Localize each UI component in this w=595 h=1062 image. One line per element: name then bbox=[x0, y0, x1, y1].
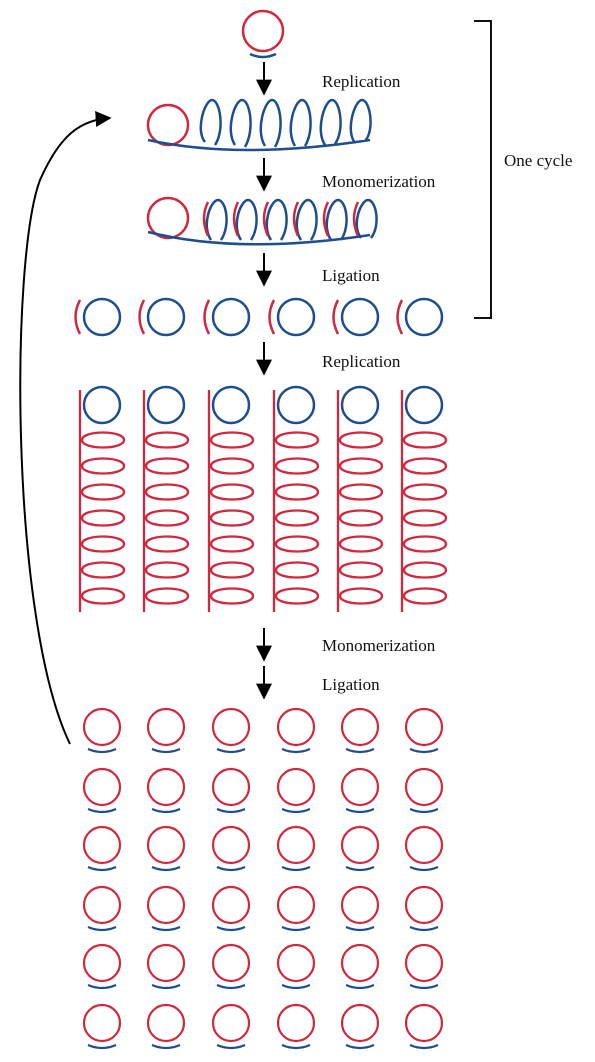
final-circle bbox=[276, 767, 316, 814]
final-circle bbox=[404, 707, 444, 754]
final-circle bbox=[211, 707, 251, 754]
label-monomerization-1: Monomerization bbox=[322, 172, 436, 191]
final-circle bbox=[146, 1003, 186, 1050]
label-ligation-2: Ligation bbox=[322, 675, 380, 694]
final-circle bbox=[276, 825, 316, 872]
final-circle bbox=[211, 767, 251, 814]
ligated-circle bbox=[332, 297, 380, 337]
final-circle bbox=[82, 885, 122, 932]
stage-ligation-circles bbox=[74, 297, 444, 337]
final-circle bbox=[276, 943, 316, 990]
final-circle bbox=[211, 885, 251, 932]
label-ligation-1: Ligation bbox=[322, 266, 380, 285]
final-circle bbox=[404, 767, 444, 814]
label-replication-1: Replication bbox=[322, 72, 401, 91]
ligated-circle bbox=[74, 297, 122, 337]
final-circle bbox=[146, 707, 186, 754]
final-circle bbox=[404, 943, 444, 990]
label-replication-2: Replication bbox=[322, 352, 401, 371]
stage-final-circles-grid bbox=[82, 707, 444, 1050]
replicating-circle bbox=[142, 385, 190, 612]
final-circle bbox=[340, 885, 380, 932]
loop-back-arrow bbox=[19, 110, 112, 745]
stage-second-replication bbox=[78, 385, 448, 612]
final-circle bbox=[404, 885, 444, 932]
replicating-circle bbox=[207, 385, 255, 612]
final-circle bbox=[211, 943, 251, 990]
ligated-circle bbox=[268, 297, 316, 337]
final-circle bbox=[340, 943, 380, 990]
stage-initial-circle bbox=[241, 9, 285, 59]
final-circle bbox=[82, 943, 122, 990]
replicating-circle bbox=[400, 385, 448, 612]
ligated-circle bbox=[203, 297, 251, 337]
final-circle bbox=[146, 943, 186, 990]
ligated-circle bbox=[396, 297, 444, 337]
final-circle bbox=[340, 767, 380, 814]
replicating-circle bbox=[336, 385, 384, 612]
stage-monomerization bbox=[146, 196, 378, 246]
final-circle bbox=[211, 1003, 251, 1050]
label-one-cycle: One cycle bbox=[504, 151, 573, 170]
final-circle bbox=[82, 825, 122, 872]
label-monomerization-2: Monomerization bbox=[322, 636, 436, 655]
final-circle bbox=[340, 707, 380, 754]
final-circle bbox=[340, 1003, 380, 1050]
final-circle bbox=[340, 825, 380, 872]
concatemer-strand bbox=[147, 98, 372, 152]
final-circle bbox=[404, 1003, 444, 1050]
final-circle bbox=[404, 825, 444, 872]
replicating-circle bbox=[78, 385, 126, 612]
final-circle bbox=[211, 825, 251, 872]
final-circle bbox=[276, 707, 316, 754]
stage-replication-concatemer bbox=[146, 98, 372, 152]
final-circle bbox=[82, 707, 122, 754]
final-circle bbox=[146, 767, 186, 814]
replicating-circle bbox=[272, 385, 320, 612]
ligated-circle bbox=[138, 297, 186, 337]
final-circle bbox=[146, 825, 186, 872]
final-circle bbox=[146, 885, 186, 932]
final-circle bbox=[276, 1003, 316, 1050]
monomer-cut-marks bbox=[202, 201, 360, 237]
final-circle bbox=[276, 885, 316, 932]
final-circle bbox=[82, 1003, 122, 1050]
final-circle bbox=[82, 767, 122, 814]
monomer-strand bbox=[147, 198, 378, 246]
cycle-bracket bbox=[474, 20, 492, 319]
